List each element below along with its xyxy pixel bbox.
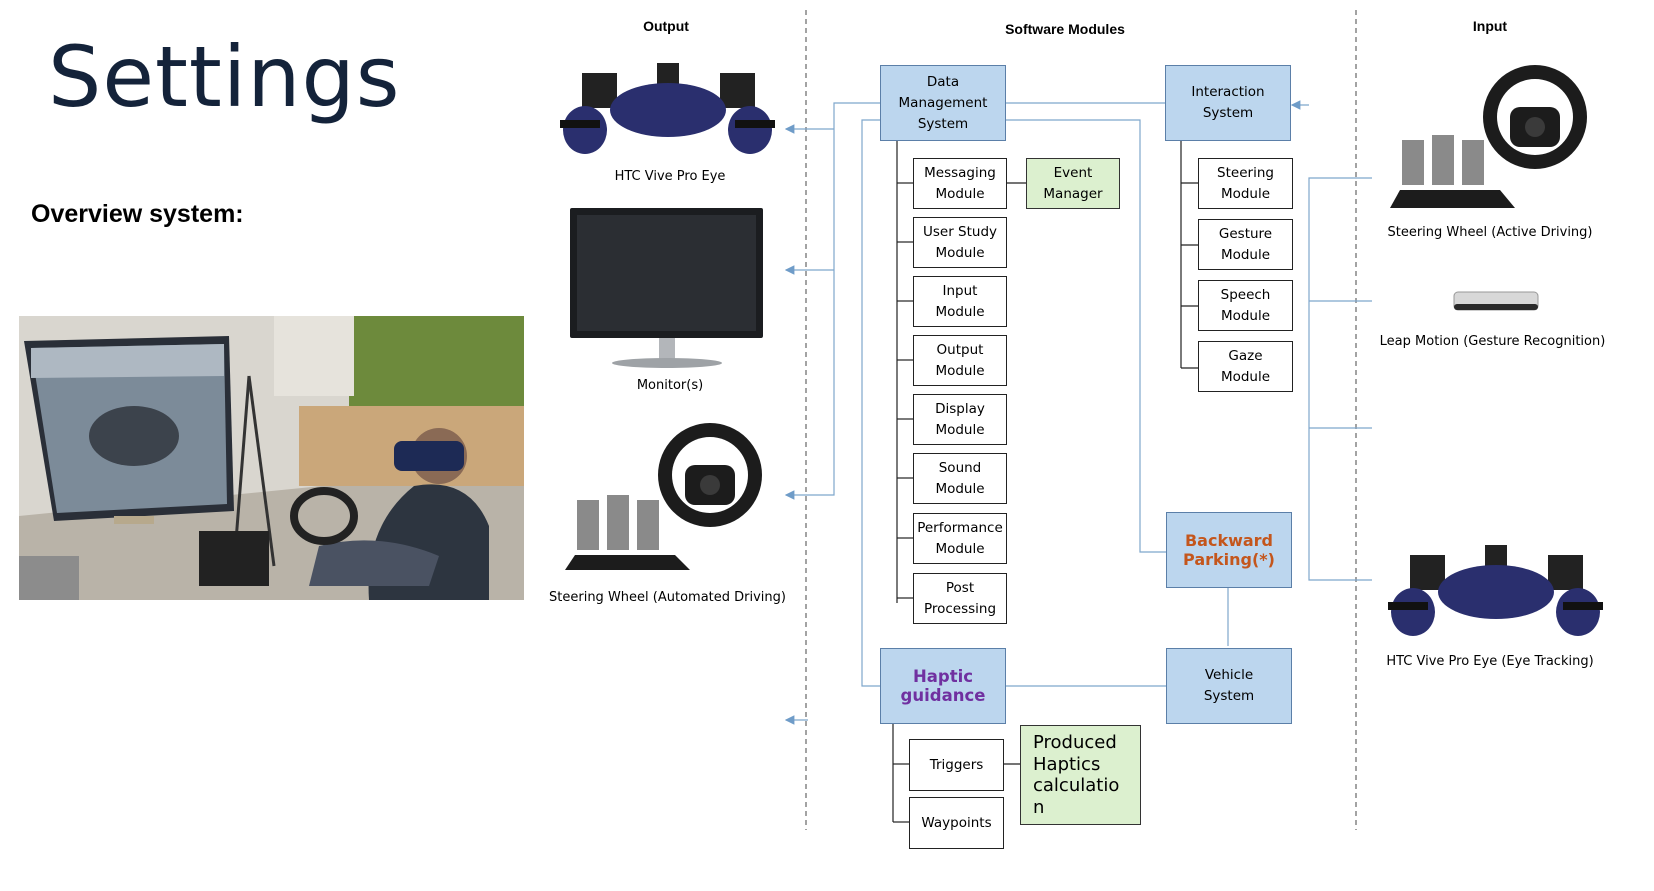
leap-motion-icon [1452, 290, 1540, 318]
interaction-system: Interaction System [1165, 65, 1291, 141]
dm-module-input: Input Module [913, 276, 1007, 327]
dm-module-user-study: User Study Module [913, 217, 1007, 268]
overview-heading: Overview system: [31, 200, 244, 228]
haptic-module-waypoints: Waypoints [909, 797, 1004, 849]
output-caption-vr: HTC Vive Pro Eye [614, 169, 726, 184]
vr-headset-input-icon [1383, 540, 1608, 649]
slide-title: Settings [48, 28, 401, 126]
dm-module-post-processing: Post Processing [913, 573, 1007, 624]
event-manager: Event Manager [1026, 158, 1120, 209]
output-header: Output [643, 18, 689, 34]
input-header: Input [1472, 18, 1508, 34]
input-caption-leap: Leap Motion (Gesture Recognition) [1379, 334, 1606, 349]
haptic-module-triggers: Triggers [909, 739, 1004, 791]
interaction-module-gesture: Gesture Module [1198, 219, 1293, 270]
interaction-module-gaze: Gaze Module [1198, 341, 1293, 392]
vr-headset-icon [555, 58, 780, 167]
haptic-guidance: Haptic guidance [880, 648, 1006, 724]
input-caption-wheel: Steering Wheel (Active Driving) [1387, 225, 1593, 240]
dm-module-output: Output Module [913, 335, 1007, 386]
software-header: Software Modules [1005, 21, 1125, 37]
steering-wheel-input-icon [1390, 60, 1600, 219]
steering-wheel-icon [565, 420, 775, 584]
dm-module-messaging: Messaging Module [913, 158, 1007, 209]
interaction-module-steering: Steering Module [1198, 158, 1293, 209]
monitor-icon [567, 205, 767, 374]
data-management-system: Data Management System [880, 65, 1006, 141]
produced-haptics-calculation: Produced Haptics calculatio n [1020, 725, 1141, 825]
setup-photo [19, 316, 524, 600]
backward-parking: Backward Parking(*) [1166, 512, 1292, 588]
interaction-module-speech: Speech Module [1198, 280, 1293, 331]
dm-module-display: Display Module [913, 394, 1007, 445]
dm-module-performance: Performance Module [913, 513, 1007, 564]
output-caption-wheel: Steering Wheel (Automated Driving) [549, 590, 786, 605]
input-caption-vr: HTC Vive Pro Eye (Eye Tracking) [1386, 654, 1594, 669]
output-caption-monitor: Monitor(s) [636, 378, 704, 393]
vehicle-system: Vehicle System [1166, 648, 1292, 724]
dm-module-sound: Sound Module [913, 453, 1007, 504]
